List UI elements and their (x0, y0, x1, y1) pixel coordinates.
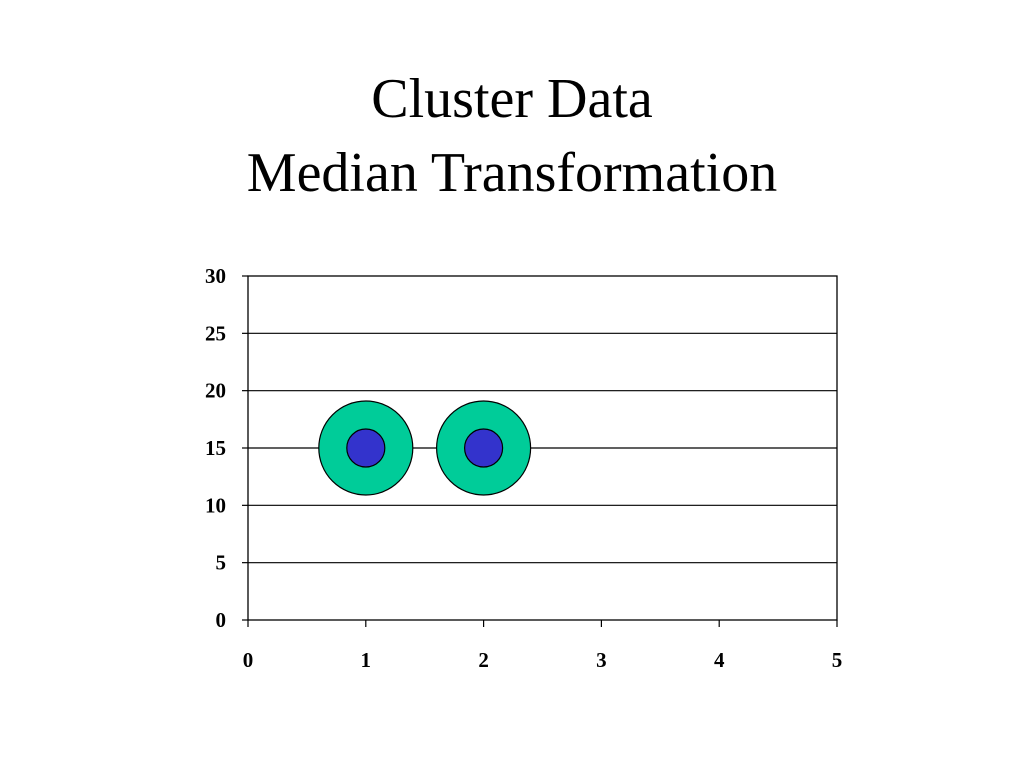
chart-title: Cluster Data Median Transformation (0, 62, 1024, 210)
x-tick-label-2: 2 (478, 648, 489, 672)
y-tick-label-0: 0 (216, 608, 227, 632)
chart-title-line-2: Median Transformation (246, 142, 778, 204)
chart-title-line-1: Cluster Data (371, 68, 653, 130)
y-tick-label-30: 30 (205, 264, 226, 288)
x-tick-label-3: 3 (596, 648, 607, 672)
x-tick-label-4: 4 (714, 648, 725, 672)
y-tick-label-5: 5 (216, 551, 227, 575)
data-points (318, 400, 532, 496)
grid-lines (248, 332, 837, 564)
x-tick-label-5: 5 (832, 648, 843, 672)
axis-ticks: 0 5 10 15 20 25 30 0 1 2 3 4 5 (205, 264, 842, 672)
y-tick-label-25: 25 (205, 321, 226, 345)
y-tick-label-20: 20 (205, 379, 226, 403)
y-tick-label-10: 10 (205, 493, 226, 517)
y-tick-label-15: 15 (205, 436, 226, 460)
x-tick-label-1: 1 (361, 648, 372, 672)
x-tick-label-0: 0 (243, 648, 254, 672)
point-series2-2 (464, 428, 504, 468)
point-series2-1 (346, 428, 386, 468)
